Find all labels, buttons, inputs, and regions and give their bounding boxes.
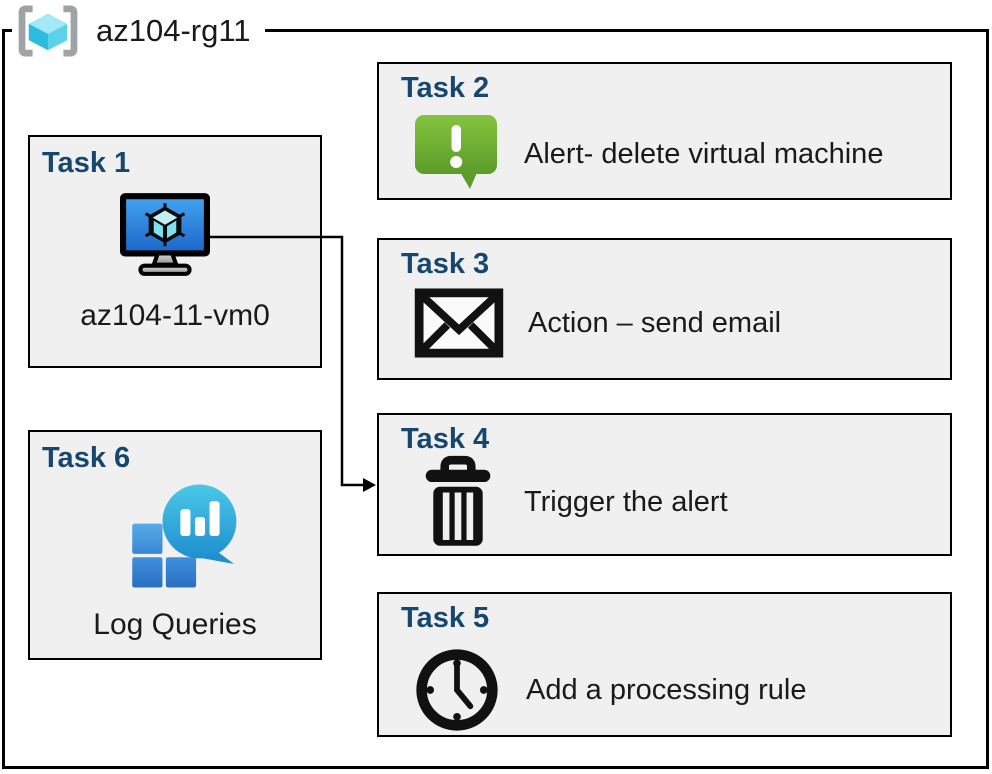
task3-row: Action – send email [414,288,781,358]
task2-title: Task 2 [401,72,490,104]
resource-group-header: az104-rg11 [12,3,265,59]
task2-row: Alert- delete virtual machine [412,112,883,196]
alert-message-icon [415,115,497,189]
email-envelope-icon [414,288,504,358]
task3-title: Task 3 [401,248,490,280]
task2-box: Task 2 Alert- delete virtual machine [377,62,952,200]
task4-row: Trigger the alert [420,455,728,549]
task5-title: Task 5 [401,602,490,634]
task5-box: Task 5 Add a processing rule [377,592,952,737]
task3-box: Task 3 Action – send email [377,238,952,380]
task1-label: az104-11-vm0 [80,299,270,332]
task4-label: Trigger the alert [524,485,728,518]
task5-row: Add a processing rule [412,646,807,734]
resource-group-icon [18,5,78,57]
task3-label: Action – send email [528,306,782,339]
task1-box: Task 1 az104-11-vm0 [28,135,322,368]
task1-title: Task 1 [42,147,131,179]
task6-box: Task 6 Log Queries [28,430,322,660]
task6-title: Task 6 [42,442,131,474]
clock-schedule-icon [416,649,498,731]
task5-label: Add a processing rule [526,673,807,706]
virtual-machine-icon [120,193,210,276]
log-analytics-icon [132,484,237,588]
resource-group-container [2,29,989,769]
resource-group-name: az104-rg11 [96,13,251,48]
task4-box: Task 4 Trigger the alert [377,413,952,556]
task6-label: Log Queries [93,608,257,641]
task2-label: Alert- delete virtual machine [524,137,884,170]
trash-delete-icon [425,455,491,546]
task4-title: Task 4 [401,423,490,455]
